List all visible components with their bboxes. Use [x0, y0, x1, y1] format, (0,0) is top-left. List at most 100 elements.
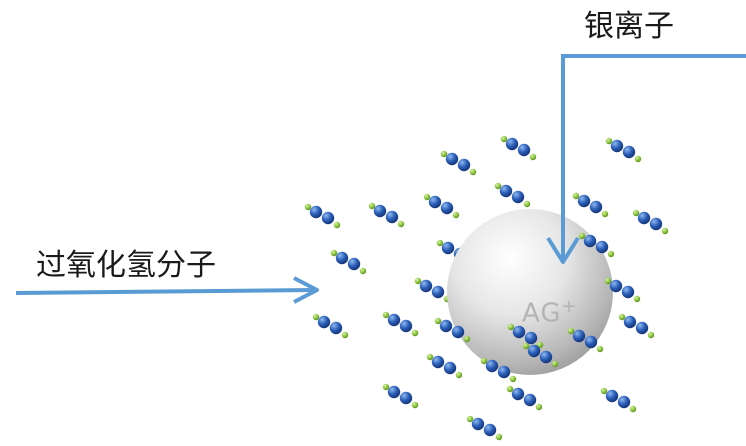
- hydrogen-atom: [618, 313, 626, 321]
- h2o2-molecule: [426, 353, 463, 379]
- oxygen-atom: [497, 365, 511, 379]
- hydrogen-atom: [382, 311, 390, 319]
- oxygen-atom: [373, 204, 387, 218]
- oxygen-atom: [505, 137, 519, 151]
- oxygen-atom: [335, 251, 349, 265]
- h2o2-molecule: [522, 342, 559, 368]
- oxygen-atom: [637, 211, 651, 225]
- oxygen-atom: [419, 279, 433, 293]
- oxygen-atom: [457, 158, 471, 172]
- oxygen-atom: [595, 240, 609, 254]
- hydrogen-atom: [551, 360, 559, 368]
- h2o2-molecule: [578, 232, 615, 258]
- oxygen-atom: [347, 257, 361, 271]
- molecule-cluster-front: [434, 232, 641, 383]
- hydrogen-atom: [495, 433, 503, 441]
- oxygen-atom: [440, 201, 454, 215]
- hydrogen-atom: [436, 239, 444, 247]
- silver-ion-arrow-line: [561, 54, 746, 258]
- h2o2-molecule: [604, 277, 641, 303]
- hydrogen-atom: [494, 182, 502, 190]
- oxygen-atom: [517, 143, 531, 157]
- h2o2-molecule: [605, 137, 642, 163]
- oxygen-atom: [451, 325, 465, 339]
- h2o2-molecule: [567, 327, 604, 353]
- molecule-cluster-back: [304, 135, 669, 441]
- hydrogen-atom: [397, 220, 405, 228]
- oxygen-atom: [622, 145, 636, 159]
- oxygen-atom: [621, 285, 635, 299]
- oxygen-atom: [431, 355, 445, 369]
- hydrogen-atom: [647, 331, 655, 339]
- hydrogen-atom: [312, 313, 320, 321]
- hydrogen-atom: [509, 375, 517, 383]
- oxygen-atom: [445, 152, 459, 166]
- h2o2-molecule: [500, 135, 537, 161]
- h2o2-molecule: [494, 182, 531, 208]
- hydrogen-atom: [522, 342, 530, 350]
- oxygen-atom: [617, 395, 631, 409]
- hydrogen-atom: [632, 209, 640, 217]
- oxygen-atom: [577, 194, 591, 208]
- hydrogen-atom: [578, 232, 586, 240]
- hydrogen-atom: [368, 202, 376, 210]
- oxygen-atom: [511, 387, 525, 401]
- h2o2-molecule: [382, 383, 419, 409]
- h2o2-molecule: [507, 323, 544, 349]
- oxygen-atom: [485, 359, 499, 373]
- h2o2-molecule: [368, 202, 405, 228]
- hydrogen-atom: [440, 150, 448, 158]
- oxygen-atom: [527, 344, 541, 358]
- silver-ion-arrow-head: [546, 236, 580, 264]
- hydrogen-atom: [434, 317, 442, 325]
- oxygen-atom: [583, 234, 597, 248]
- h2o2-molecule: [330, 249, 367, 275]
- hydrogen-peroxide-label: 过氧化氢分子: [36, 248, 216, 283]
- hydrogen-atom: [529, 153, 537, 161]
- h2o2-molecule: [466, 415, 503, 441]
- hydrogen-atom: [382, 383, 390, 391]
- hydrogen-atom: [567, 327, 575, 335]
- oxygen-atom: [584, 335, 598, 349]
- h2o2-molecule: [618, 313, 655, 339]
- hydrogen-atom: [341, 331, 349, 339]
- oxygen-atom: [385, 210, 399, 224]
- oxygen-atom: [399, 391, 413, 405]
- h2o2-molecule: [423, 193, 460, 219]
- oxygen-atom: [387, 313, 401, 327]
- oxygen-atom: [441, 241, 455, 255]
- h2o2-molecule: [572, 192, 609, 218]
- oxygen-atom: [428, 195, 442, 209]
- oxygen-atom: [539, 350, 553, 364]
- hydrogen-atom: [330, 249, 338, 257]
- hydrogen-atom: [607, 250, 615, 258]
- oxygen-atom: [499, 184, 513, 198]
- oxygen-atom: [610, 139, 624, 153]
- hydrogen-atom: [661, 227, 669, 235]
- h2o2-arrow-line: [15, 288, 315, 295]
- oxygen-atom: [329, 321, 343, 335]
- hydrogen-atom: [333, 221, 341, 229]
- h2o2-molecule: [506, 385, 543, 411]
- oxygen-atom: [317, 315, 331, 329]
- hydrogen-atom: [605, 137, 613, 145]
- oxygen-atom: [572, 329, 586, 343]
- hydrogen-atom: [600, 387, 608, 395]
- hydrogen-atom: [523, 200, 531, 208]
- h2o2-molecule: [304, 203, 341, 229]
- hydrogen-atom: [411, 401, 419, 409]
- oxygen-atom: [524, 331, 538, 345]
- hydrogen-atom: [572, 192, 580, 200]
- oxygen-atom: [399, 319, 413, 333]
- hydrogen-atom: [506, 385, 514, 393]
- hydrogen-atom: [634, 155, 642, 163]
- silver-ion-label: 银离子: [584, 9, 674, 44]
- h2o2-molecule: [414, 277, 451, 303]
- oxygen-atom: [321, 211, 335, 225]
- oxygen-atom: [589, 200, 603, 214]
- h2o2-molecule: [600, 387, 637, 413]
- h2o2-arrow-head: [293, 276, 319, 304]
- hydrogen-atom: [536, 341, 544, 349]
- hydrogen-atom: [455, 371, 463, 379]
